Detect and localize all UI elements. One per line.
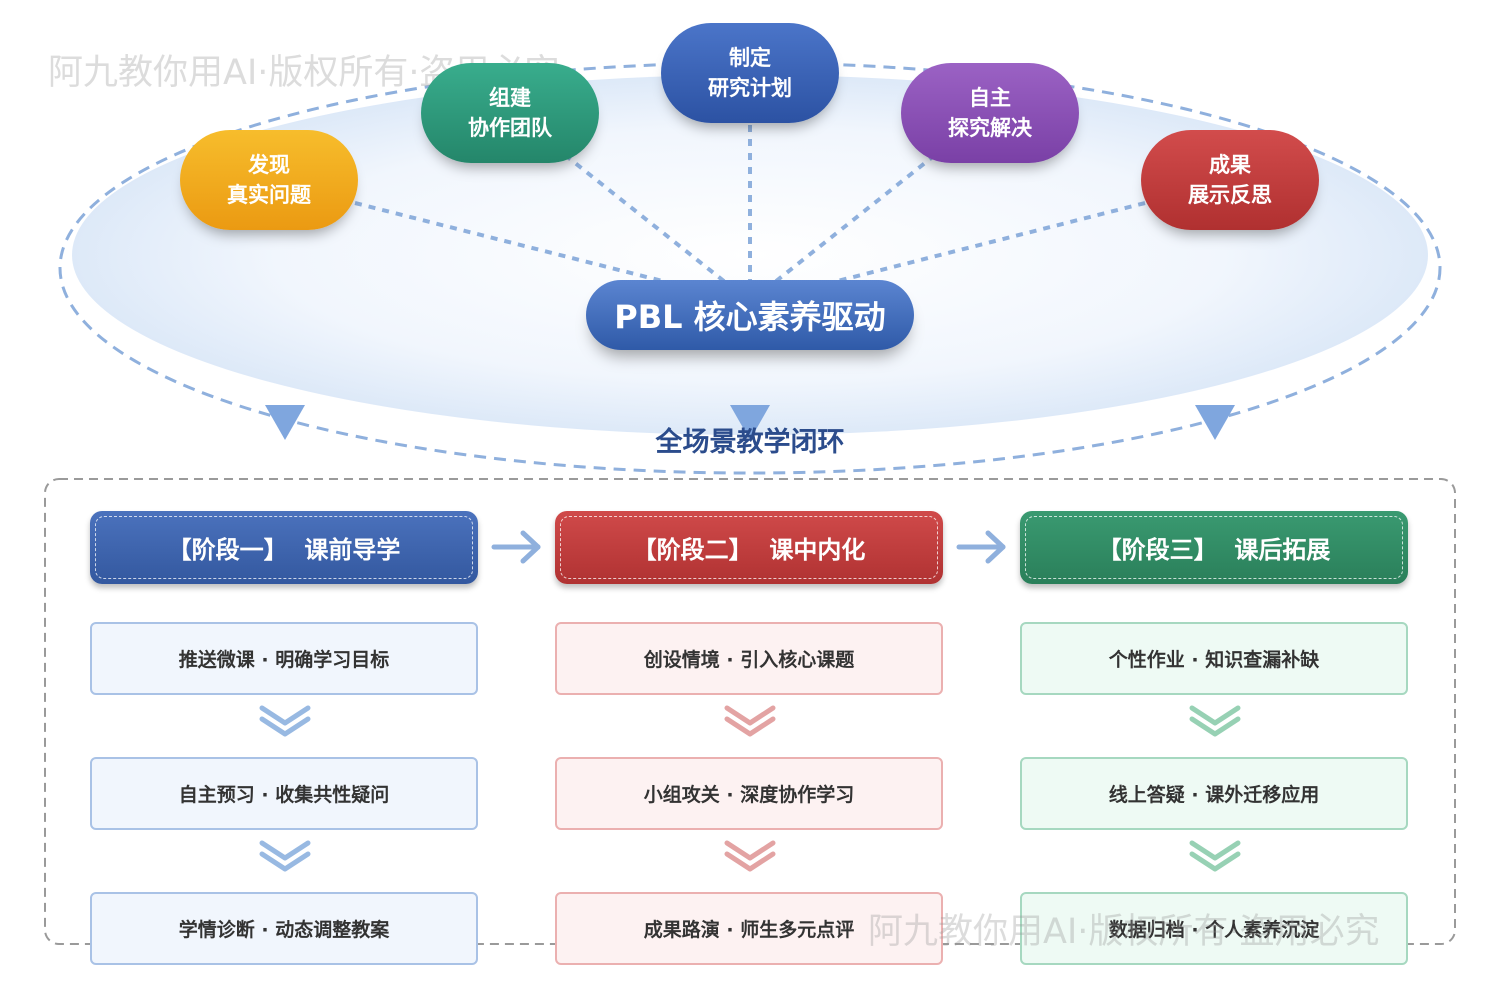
step-box: 推送微课 · 明确学习目标 [90, 622, 478, 695]
right-arrow-icon [956, 530, 1006, 564]
node-self-inquiry: 自主 探究解决 [901, 63, 1079, 163]
step-box: 学情诊断 · 动态调整教案 [90, 892, 478, 965]
connector-line [354, 201, 691, 290]
core-pbl-node: PBL 核心素养驱动 [586, 280, 914, 350]
step-box: 成果路演 · 师生多元点评 [555, 892, 943, 965]
node-discover-problem: 发现 真实问题 [180, 130, 358, 230]
double-chevron-down-icon [724, 705, 776, 737]
node-label-line2: 协作团队 [468, 116, 552, 140]
node-label-line2: 研究计划 [708, 76, 792, 100]
node-show-reflect: 成果 展示反思 [1141, 130, 1319, 230]
right-arrow-icon [491, 530, 541, 564]
phase-header-2: 【阶段二】 课中内化 [555, 511, 943, 584]
node-label-line1: 组建 [489, 86, 531, 110]
phase-title: 【阶段三】 课后拓展 [1025, 516, 1403, 579]
node-label-line1: 制定 [729, 46, 771, 70]
node-label-line1: 发现 [248, 153, 290, 177]
down-triangle-icon [730, 405, 770, 440]
loop-title: 全场景教学闭环 [655, 427, 845, 458]
phase-title: 【阶段一】 课前导学 [95, 516, 473, 579]
down-triangle-icon [1195, 405, 1235, 440]
double-chevron-down-icon [1189, 840, 1241, 872]
step-box: 小组攻关 · 深度协作学习 [555, 757, 943, 830]
node-form-team: 组建 协作团队 [421, 63, 599, 163]
phase-title: 【阶段二】 课中内化 [560, 516, 938, 579]
double-chevron-down-icon [259, 705, 311, 737]
node-label-line2: 探究解决 [948, 116, 1032, 140]
node-make-plan: 制定 研究计划 [661, 23, 839, 123]
connector-line [563, 153, 727, 284]
double-chevron-down-icon [259, 840, 311, 872]
phase-header-3: 【阶段三】 课后拓展 [1020, 511, 1408, 584]
phase-header-1: 【阶段一】 课前导学 [90, 511, 478, 584]
step-box: 个性作业 · 知识查漏补缺 [1020, 622, 1408, 695]
double-chevron-down-icon [724, 840, 776, 872]
node-label-line1: 自主 [969, 86, 1011, 110]
step-box: 创设情境 · 引入核心课题 [555, 622, 943, 695]
connector-line [809, 201, 1146, 290]
connector-line [773, 153, 937, 284]
step-box: 线上答疑 · 课外迁移应用 [1020, 757, 1408, 830]
step-box: 数据归档 · 个人素养沉淀 [1020, 892, 1408, 965]
double-chevron-down-icon [1189, 705, 1241, 737]
node-label-line2: 真实问题 [227, 183, 311, 207]
step-box: 自主预习 · 收集共性疑问 [90, 757, 478, 830]
node-label-line1: 成果 [1209, 153, 1251, 177]
node-label-line2: 展示反思 [1188, 183, 1272, 207]
down-triangle-icon [265, 405, 305, 440]
